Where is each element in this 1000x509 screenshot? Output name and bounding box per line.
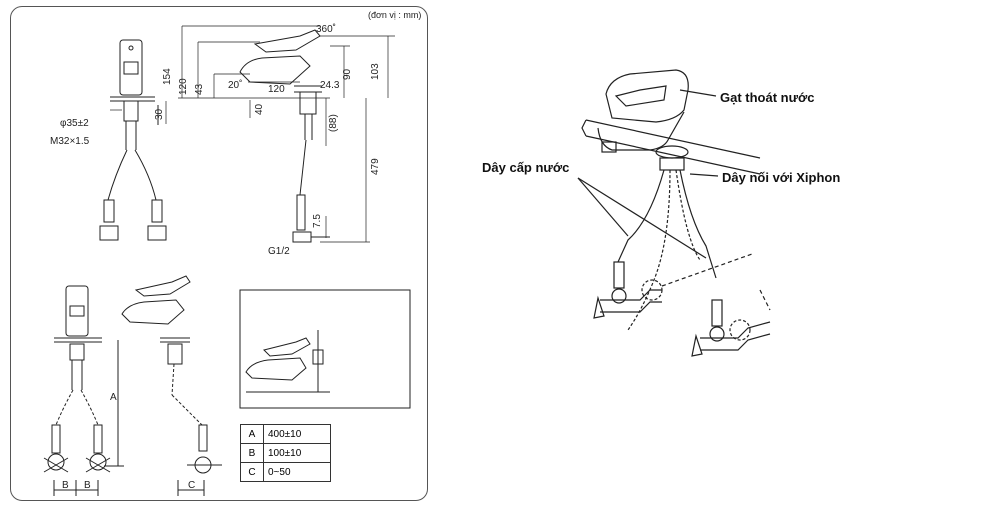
spec-value: 400±10 — [263, 424, 331, 444]
svg-text:20˚: 20˚ — [228, 79, 242, 91]
svg-text:G1/2: G1/2 — [268, 246, 290, 257]
spec-key: A — [240, 424, 264, 444]
unit-note: (đơn vị : mm) — [368, 10, 422, 20]
spec-row-b: B 100±10 — [240, 443, 331, 463]
technical-drawing-panel — [10, 6, 428, 501]
svg-text:479: 479 — [370, 158, 381, 175]
svg-text:C: C — [188, 480, 195, 491]
svg-text:43: 43 — [194, 83, 205, 95]
svg-text:154: 154 — [162, 68, 173, 85]
faucet-illustration — [577, 69, 771, 357]
svg-text:30: 30 — [154, 108, 165, 120]
svg-text:B: B — [84, 480, 91, 491]
svg-text:B: B — [62, 480, 69, 491]
svg-text:103: 103 — [370, 63, 381, 80]
spec-value: 100±10 — [263, 443, 331, 463]
installation-side-view — [121, 275, 222, 496]
spec-row-c: C 0~50 — [240, 462, 331, 482]
svg-text:120: 120 — [178, 78, 189, 95]
spec-value: 0~50 — [263, 462, 331, 482]
dimension-labels: 360˚ 154 120 43 20˚ 120 24.3 90 103 40 3… — [50, 23, 381, 491]
svg-text:(88): (88) — [328, 114, 339, 132]
label-supply-hose: Dây cấp nước — [482, 160, 569, 175]
side-view-faucet — [239, 29, 330, 243]
spec-table: A 400±10 B 100±10 C 0~50 — [240, 424, 331, 482]
svg-text:120: 120 — [268, 84, 285, 95]
dimension-lines-top — [110, 25, 395, 243]
inset-detail-box — [239, 289, 411, 409]
svg-text:40: 40 — [254, 103, 265, 115]
spec-key: B — [240, 443, 264, 463]
svg-text:φ35±2: φ35±2 — [60, 118, 89, 129]
svg-text:24.3: 24.3 — [320, 80, 340, 91]
svg-text:7.5: 7.5 — [312, 214, 323, 228]
svg-text:M32×1.5: M32×1.5 — [50, 136, 90, 147]
label-drain-lever: Gạt thoát nước — [720, 90, 815, 105]
spec-key: C — [240, 462, 264, 482]
svg-text:360˚: 360˚ — [316, 23, 336, 35]
svg-text:A: A — [110, 392, 117, 403]
label-siphon-connector: Dây nối với Xiphon — [722, 170, 840, 185]
spec-row-a: A 400±10 — [240, 424, 331, 444]
front-view-faucet — [99, 39, 167, 241]
svg-text:90: 90 — [342, 68, 353, 80]
installation-front-view — [43, 285, 124, 496]
